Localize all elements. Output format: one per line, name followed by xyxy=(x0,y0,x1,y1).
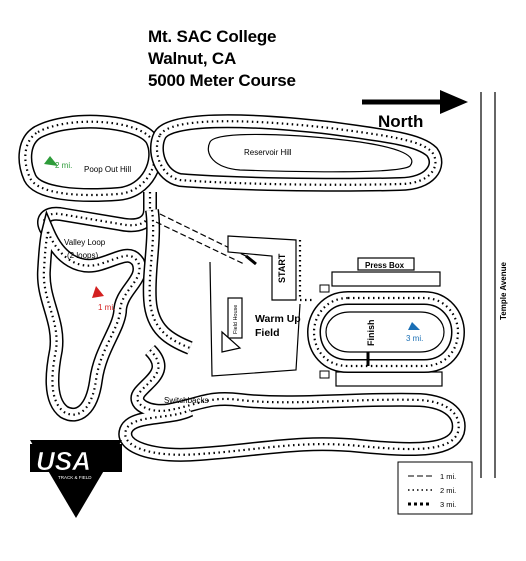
title-distance: 5000 Meter Course xyxy=(148,71,296,90)
legend-1-mile: 1 mi. xyxy=(440,472,456,481)
svg-text:2 mi.: 2 mi. xyxy=(55,161,72,170)
start-area: START Field House Warm Up Field xyxy=(209,235,301,377)
warm-up-field-label-1: Warm Up xyxy=(255,313,301,325)
field-house-building xyxy=(227,297,243,339)
title-location: Walnut, CA xyxy=(148,49,237,68)
mile-marker-2: 2 mi. xyxy=(44,156,72,170)
temple-avenue-road: Temple Avenue xyxy=(480,92,508,478)
start-label: START xyxy=(277,253,287,283)
street-label: Temple Avenue xyxy=(499,262,508,320)
reservoir-hill-label: Reservoir Hill xyxy=(244,148,292,157)
title-college: Mt. SAC College xyxy=(148,27,277,46)
finish-label: Finish xyxy=(366,320,376,347)
logo-subtext: TRACK & FIELD xyxy=(58,475,92,480)
press-box-label: Press Box xyxy=(365,261,405,270)
mile-marker-1: 1 mi. xyxy=(92,286,115,312)
valley-loop-note: (2 loops) xyxy=(67,251,98,260)
switchbacks-label: Switchbacks xyxy=(164,396,208,405)
north-arrow: North xyxy=(362,90,468,131)
stadium: Press Box Finish xyxy=(298,240,466,387)
legend-2-mile: 2 mi. xyxy=(440,486,456,495)
usa-track-field-logo: USA TRACK & FIELD xyxy=(30,440,122,518)
warm-up-field-label-2: Field xyxy=(255,327,280,339)
course-title: Mt. SAC College Walnut, CA 5000 Meter Co… xyxy=(148,26,296,92)
svg-text:1 mi.: 1 mi. xyxy=(98,303,115,312)
mile-marker-3: 3 mi. xyxy=(406,322,423,343)
legend-3-mile: 3 mi. xyxy=(440,500,456,509)
course-trails xyxy=(18,114,466,462)
logo-text: USA xyxy=(36,446,91,476)
press-box xyxy=(357,257,415,271)
svg-text:3 mi.: 3 mi. xyxy=(406,334,423,343)
map-legend: 1 mi. 2 mi. 3 mi. xyxy=(397,461,473,515)
north-label: North xyxy=(378,112,423,131)
field-house-label: Field House xyxy=(233,305,239,334)
valley-loop-label: Valley Loop xyxy=(64,238,106,247)
poop-out-hill-label: Poop Out Hill xyxy=(84,165,131,174)
